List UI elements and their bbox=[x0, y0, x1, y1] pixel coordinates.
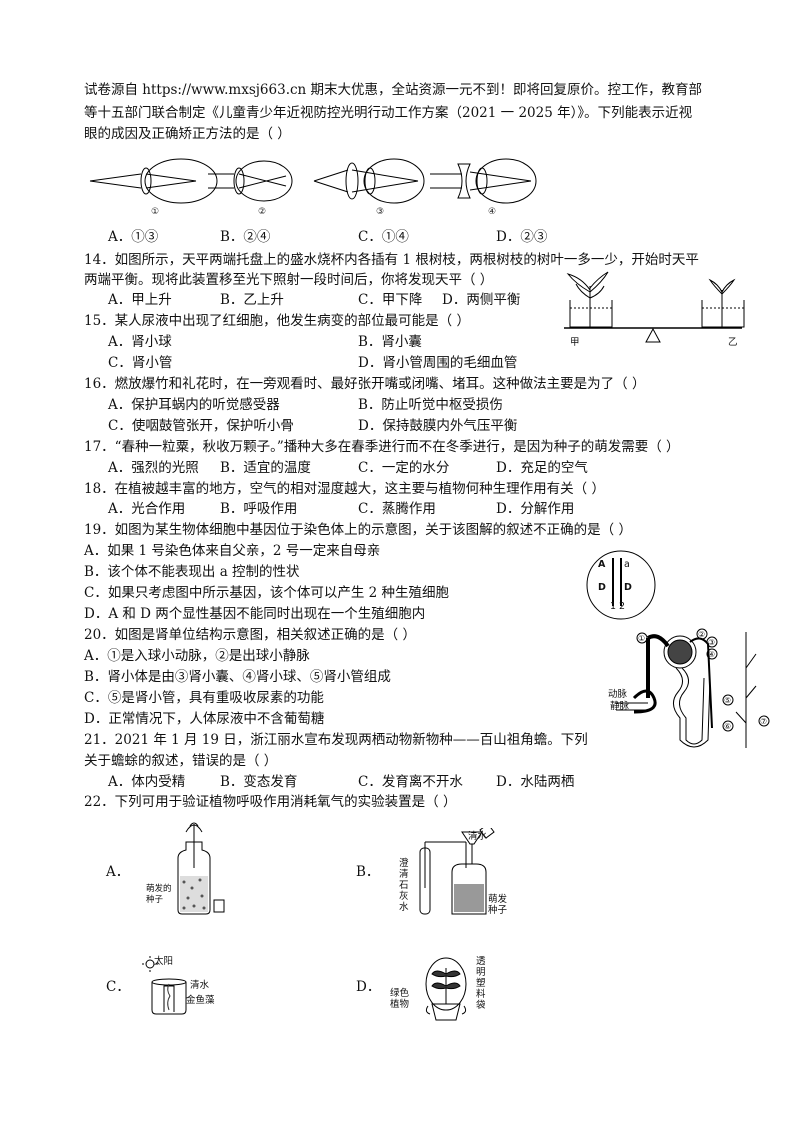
q16-option-c: C．使咽鼓管张开，保护听小骨 bbox=[108, 418, 294, 434]
apparatus-c-plant-label: 金鱼藻 bbox=[186, 995, 215, 1006]
apparatus-d bbox=[425, 957, 467, 1021]
q13-line-2: 等十五部门联合制定《儿童青少年近视防控光明行动工作方案（2021 一 2025 … bbox=[84, 105, 693, 121]
q20-option-b: B．肾小体是由③肾小囊、④肾小球、⑤肾小管组成 bbox=[84, 669, 391, 685]
q17-option-a: A．强烈的光照 bbox=[108, 460, 199, 476]
nephron-label-4: ④ bbox=[708, 650, 716, 659]
q21-line-2: 关于蟾蜍的叙述，错误的是（ ） bbox=[84, 753, 278, 769]
q17-option-c: C．一定的水分 bbox=[358, 460, 450, 476]
eye-figure-3 bbox=[313, 158, 425, 204]
gene-d-right: D bbox=[624, 582, 632, 593]
q18-stem: 18．在植被越丰富的地方，空气的相对湿度越大，这主要与植物何种生理作用有关（ ） bbox=[84, 481, 605, 497]
chromosome-number-2: 2 bbox=[619, 601, 626, 612]
apparatus-d-plant-label: 绿色植物 bbox=[390, 988, 410, 1010]
eye-label-1: ① bbox=[151, 207, 160, 217]
q15-option-b: B．肾小囊 bbox=[358, 334, 422, 350]
q17-option-b: B．适宜的温度 bbox=[220, 460, 311, 476]
nephron-label-2: ② bbox=[698, 630, 706, 639]
chromosome-diagram bbox=[586, 550, 656, 620]
q16-option-b: B．防止听觉中枢受损伤 bbox=[358, 397, 503, 413]
gene-a-dominant: A bbox=[598, 559, 606, 570]
q15-stem: 15．某人尿液中出现了红细胞，他发生病变的部位最可能是（ ） bbox=[84, 313, 470, 329]
nephron-label-1: ① bbox=[638, 634, 646, 643]
apparatus-a-seeds-label: 萌发的种子 bbox=[146, 884, 172, 905]
q21-option-d: D．水陆两栖 bbox=[496, 774, 575, 790]
apparatus-a bbox=[177, 822, 225, 915]
eye-label-2: ② bbox=[258, 207, 267, 217]
q13-option-b: B．②④ bbox=[220, 229, 271, 245]
apparatus-c-sun-label: 太阳 bbox=[154, 956, 174, 967]
nephron-label-7: ⑦ bbox=[760, 717, 768, 726]
q22-option-a-letter: A． bbox=[106, 864, 130, 880]
nephron-diagram bbox=[616, 628, 770, 748]
q18-option-c: C．蒸腾作用 bbox=[358, 501, 436, 517]
q21-option-a: A．体内受精 bbox=[108, 774, 186, 790]
q13-option-d: D．②③ bbox=[496, 229, 548, 245]
q19-stem: 19．如图为某生物体细胞中基因位于染色体上的示意图，关于该图解的叙述不正确的是（… bbox=[84, 522, 632, 538]
nephron-artery-label: 动脉 bbox=[608, 689, 628, 700]
apparatus-b bbox=[419, 828, 495, 915]
eye-label-4: ④ bbox=[488, 207, 497, 217]
q16-stem: 16．燃放爆竹和礼花时，在一旁观看时、最好张开嘴或闭嘴、堵耳。这种做法主要是为了… bbox=[84, 376, 646, 392]
q13-option-a: A．①③ bbox=[108, 229, 159, 245]
q22-option-d-letter: D． bbox=[356, 979, 381, 995]
q13-line-1: 试卷源自 https://www.mxsj663.cn 期末大优惠，全站资源一元… bbox=[84, 82, 703, 98]
apparatus-c bbox=[142, 956, 187, 1015]
q21-option-b: B．变态发育 bbox=[220, 774, 298, 790]
q19-option-b: B．该个体不能表现出 a 控制的性状 bbox=[84, 564, 300, 580]
q16-option-d: D．保持鼓膜内外气压平衡 bbox=[358, 418, 518, 434]
q14-line-2: 两端平衡。现将此装置移至光下照射一段时间后，你将发现天平（ ） bbox=[84, 272, 494, 288]
q21-line-1: 21．2021 年 1 月 19 日，浙江丽水宣布发现两栖动物新物种——百山祖角… bbox=[84, 732, 588, 748]
q21-option-c: C．发育离不开水 bbox=[358, 774, 463, 790]
q14-line-1: 14．如图所示，天平两端托盘上的盛水烧杯内各插有 1 根树枝，两根树枝的树叶一多… bbox=[84, 252, 699, 268]
q13-line-3: 眼的成因及正确矫正方法的是（ ） bbox=[84, 126, 291, 142]
gene-d-left: D bbox=[598, 582, 606, 593]
q19-option-c: C．如果只考虑图中所示基因，该个体可以产生 2 种生殖细胞 bbox=[84, 585, 450, 601]
q15-option-c: C．肾小管 bbox=[108, 355, 173, 371]
apparatus-b-limewater-label: 澄清石灰水 bbox=[399, 858, 409, 913]
q18-option-b: B．呼吸作用 bbox=[220, 501, 298, 517]
q22-stem: 22．下列可用于验证植物呼吸作用消耗氧气的实验装置是（ ） bbox=[84, 794, 457, 810]
q18-option-d: D．分解作用 bbox=[496, 501, 575, 517]
gene-a-recessive: a bbox=[624, 559, 630, 570]
q17-option-d: D．充足的空气 bbox=[496, 460, 588, 476]
q18-option-a: A．光合作用 bbox=[108, 501, 186, 517]
q16-option-a: A．保护耳蜗内的听觉感受器 bbox=[108, 397, 280, 413]
apparatus-d-bag-label: 透明塑料袋 bbox=[476, 956, 486, 1011]
q22-option-c-letter: C． bbox=[106, 979, 130, 995]
eye-figure-4 bbox=[430, 158, 537, 204]
nephron-label-5: ⑤ bbox=[724, 696, 732, 705]
q20-option-a: A．①是入球小动脉，②是出球小静脉 bbox=[84, 648, 310, 664]
eye-label-3: ③ bbox=[376, 207, 385, 217]
q14-option-d: D．两侧平衡 bbox=[442, 292, 521, 308]
apparatus-c-water-label: 清水 bbox=[190, 980, 210, 991]
nephron-label-6: ⑥ bbox=[724, 722, 732, 731]
nephron-vein-label: 静脉 bbox=[610, 701, 630, 712]
q20-option-d: D．正常情况下，人体尿液中不含葡萄糖 bbox=[84, 711, 325, 727]
balance-label-left: 甲 bbox=[570, 337, 580, 348]
q22-option-b-letter: B． bbox=[356, 864, 380, 880]
balance-label-right: 乙 bbox=[728, 337, 738, 348]
apparatus-b-seeds-label: 萌发种子 bbox=[488, 894, 508, 916]
balance-diagram bbox=[564, 271, 745, 343]
nephron-label-3: ③ bbox=[708, 638, 716, 647]
q19-option-a: A．如果 1 号染色体来自父亲，2 号一定来自母亲 bbox=[84, 543, 381, 559]
q13-option-c: C．①④ bbox=[358, 229, 409, 245]
q15-option-d: D．肾小管周围的毛细血管 bbox=[358, 355, 518, 371]
chromosome-number-1: 1 bbox=[610, 601, 617, 612]
q17-stem: 17．“春种一粒粟，秋收万颗子。”播种大多在春季进行而不在冬季进行，是因为种子的… bbox=[84, 439, 680, 455]
q14-option-a: A．甲上升 bbox=[108, 292, 172, 308]
q14-option-b: B．乙上升 bbox=[220, 292, 284, 308]
apparatus-b-water-label: 清水 bbox=[468, 831, 488, 842]
eye-figure-1 bbox=[89, 158, 218, 204]
q14-option-c: C．甲下降 bbox=[358, 292, 423, 308]
q20-option-c: C．⑤是肾小管，具有重吸收尿素的功能 bbox=[84, 690, 324, 706]
q15-option-a: A．肾小球 bbox=[108, 334, 172, 350]
eye-diagrams bbox=[89, 158, 537, 204]
q20-stem: 20．如图是肾单位结构示意图，相关叙述正确的是（ ） bbox=[84, 627, 416, 643]
eye-figure-2 bbox=[208, 160, 293, 202]
q19-option-d: D．A 和 D 两个显性基因不能同时出现在一个生殖细胞内 bbox=[84, 606, 426, 622]
